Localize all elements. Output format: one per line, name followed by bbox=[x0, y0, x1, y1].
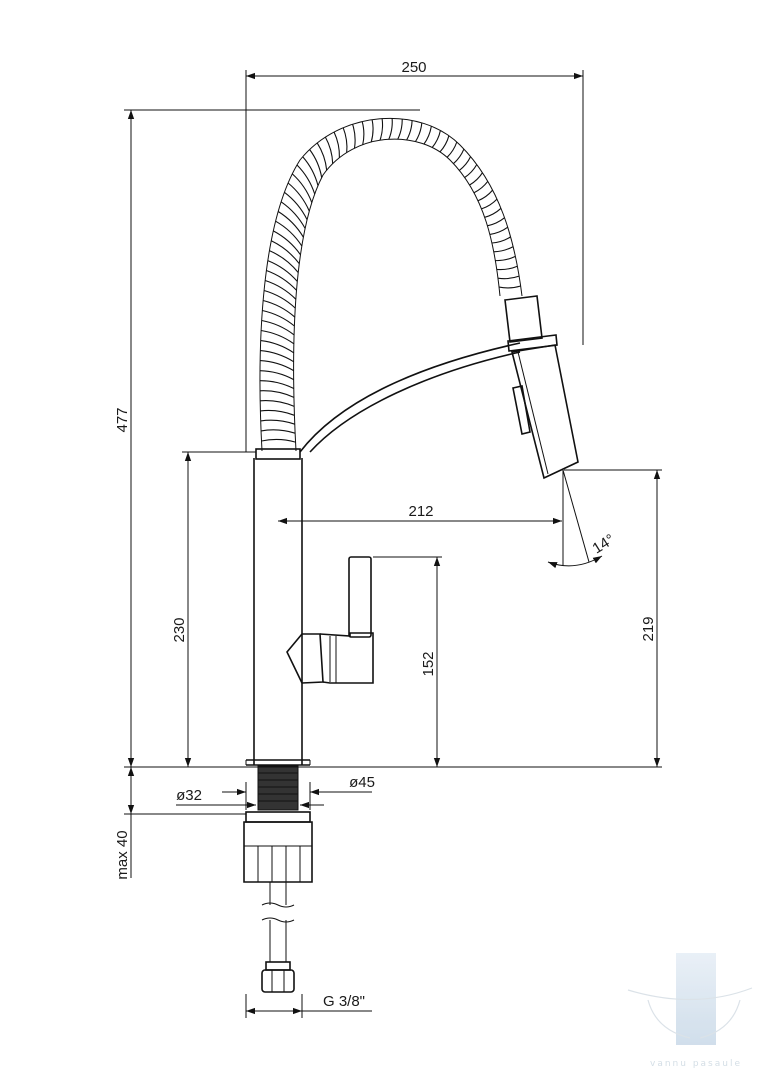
hose-rib bbox=[260, 360, 294, 372]
hose-rib bbox=[458, 156, 472, 171]
hose-rib bbox=[262, 299, 296, 318]
hose-rib bbox=[324, 136, 334, 164]
hose-rib bbox=[259, 390, 295, 398]
mounting-assembly bbox=[243, 765, 313, 993]
dim-outlet-height: 219 bbox=[640, 616, 657, 641]
hose-rib bbox=[439, 135, 450, 153]
hose-rib bbox=[291, 173, 313, 203]
dim-spout-reach: 212 bbox=[408, 503, 433, 520]
hose-rib bbox=[473, 180, 489, 194]
hose-rib bbox=[262, 309, 295, 327]
dim-body-height: 230 bbox=[171, 617, 188, 642]
hose-rib bbox=[469, 172, 483, 186]
hose-rib bbox=[260, 350, 294, 363]
support-arm bbox=[299, 342, 521, 453]
hose-rib bbox=[260, 419, 295, 425]
hose-rib bbox=[284, 191, 308, 220]
hose-rib bbox=[261, 319, 295, 336]
dimension-labels: 250 477 230 212 14° 152 219 ø32 ø45 max … bbox=[114, 59, 657, 1010]
hose-rib bbox=[491, 236, 511, 244]
watermark-text: vannu pasaule bbox=[650, 1059, 742, 1069]
hose-rib bbox=[277, 211, 304, 238]
hose-rib bbox=[464, 164, 478, 178]
hose-rib bbox=[271, 240, 300, 265]
hose-rib bbox=[261, 329, 295, 345]
hose-rib bbox=[259, 380, 295, 389]
hose-rib bbox=[260, 400, 295, 407]
hose-rib bbox=[260, 340, 295, 354]
hose-rib bbox=[261, 429, 296, 434]
hose-rib bbox=[309, 149, 323, 178]
hose-rib bbox=[263, 289, 296, 309]
hose-rib bbox=[496, 265, 518, 271]
hose-rib bbox=[296, 164, 316, 195]
hose-rib bbox=[333, 131, 340, 158]
hose-rib bbox=[397, 118, 403, 140]
hose-rib bbox=[415, 122, 423, 142]
hose-rib bbox=[493, 246, 514, 253]
hose-rib bbox=[302, 156, 319, 186]
dim-body-diameter: ø32 bbox=[176, 787, 202, 804]
dimension-lines bbox=[124, 70, 662, 1018]
hose-rib bbox=[379, 118, 384, 141]
hose-rib bbox=[287, 182, 310, 212]
hose-rib bbox=[497, 275, 520, 280]
hose-rib bbox=[261, 438, 296, 443]
hose-rib bbox=[498, 285, 521, 289]
dim-spray-angle: 14° bbox=[589, 531, 617, 557]
hose-rib bbox=[423, 126, 432, 145]
hose-rib bbox=[481, 198, 498, 210]
hose-rib bbox=[342, 127, 348, 153]
hose-rib bbox=[487, 217, 505, 227]
hose-rib bbox=[495, 255, 516, 262]
hose-rib bbox=[489, 226, 509, 235]
dim-max-counter: max 40 bbox=[114, 830, 131, 879]
lever-handle bbox=[286, 556, 374, 684]
hose-rib bbox=[273, 230, 301, 256]
dim-base-diameter: ø45 bbox=[349, 774, 375, 791]
pull-out-hose bbox=[259, 117, 523, 452]
hose-rib bbox=[280, 201, 306, 229]
hose-rib bbox=[477, 189, 494, 202]
watermark-logo: vannu pasaule bbox=[627, 953, 753, 1069]
dim-width-total: 250 bbox=[401, 59, 426, 76]
hose-rib bbox=[370, 119, 374, 143]
hose-rib bbox=[260, 409, 295, 416]
hose-rib bbox=[484, 207, 502, 218]
spray-head bbox=[504, 295, 579, 480]
dim-height-total: 477 bbox=[114, 407, 131, 432]
hose-rib bbox=[265, 279, 297, 300]
hose-rib bbox=[352, 124, 356, 149]
hose-rib bbox=[431, 130, 441, 148]
dim-lever-height: 152 bbox=[420, 651, 437, 676]
hose-rib bbox=[267, 260, 298, 282]
hose-rib bbox=[316, 142, 328, 171]
faucet-body bbox=[245, 448, 311, 766]
hose-rib bbox=[406, 120, 413, 141]
hose-rib bbox=[269, 250, 299, 273]
hose-rib bbox=[259, 370, 294, 381]
hose-rib bbox=[388, 118, 393, 140]
dim-connection-thread: G 3/8" bbox=[323, 993, 365, 1010]
hose-rib bbox=[446, 141, 458, 158]
hose-rib bbox=[453, 148, 465, 165]
hose-ribs bbox=[259, 118, 521, 443]
hose-rib bbox=[266, 269, 297, 291]
hose-rib bbox=[275, 220, 303, 247]
hose-rib bbox=[361, 121, 365, 145]
